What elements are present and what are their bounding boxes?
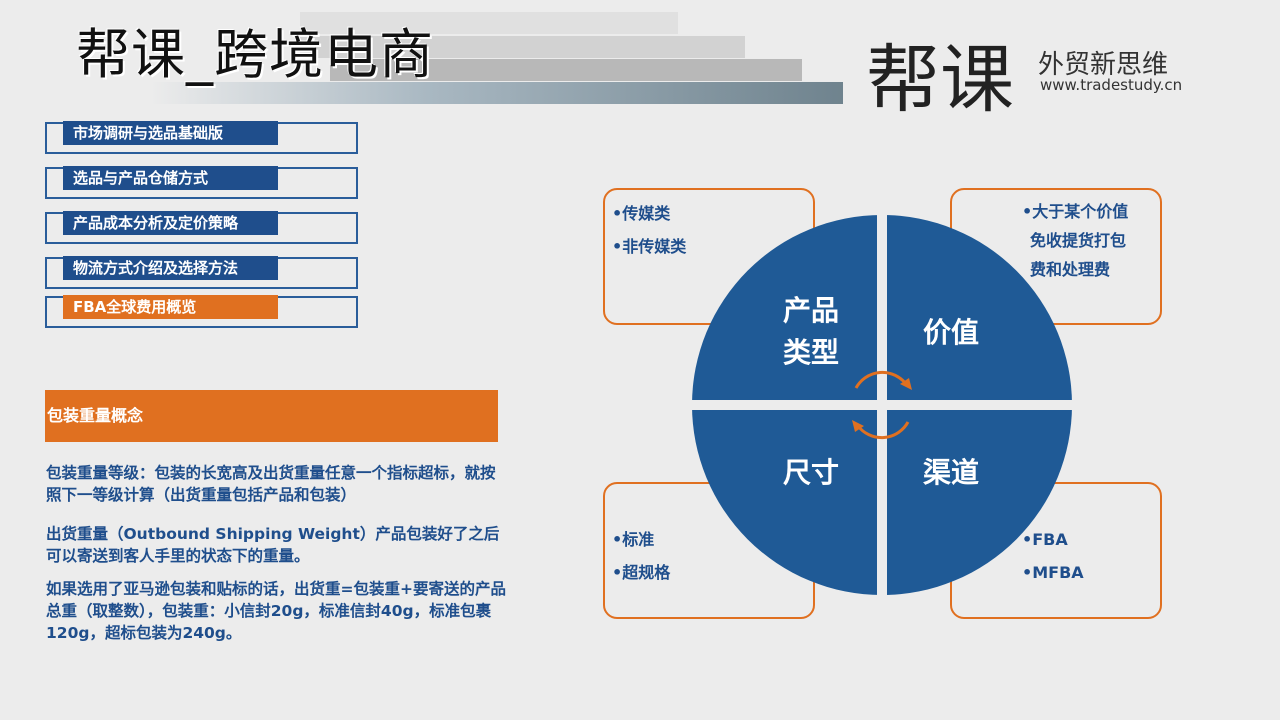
- quadrant-label-size: 尺寸: [782, 456, 839, 489]
- page-title: 帮课_跨境电商: [76, 23, 434, 86]
- cycle-arrow-icon: [856, 421, 910, 440]
- quadrant-label-channel: 渠道: [922, 456, 979, 489]
- size-items: •标准•超规格: [612, 530, 671, 582]
- nav-label: 选品与产品仓储方式: [63, 166, 278, 190]
- nav-item-cost-pricing[interactable]: 产品成本分析及定价策略: [45, 211, 358, 244]
- nav-label: 市场调研与选品基础版: [63, 121, 278, 145]
- paragraph: 如果选用了亚马逊包装和贴标的话，出货重=包装重+要寄送的产品总重（取整数），包装…: [46, 580, 506, 642]
- logo-slogan: 外贸新思维: [1038, 50, 1169, 80]
- product-type-items: •传媒类•非传媒类: [612, 204, 687, 256]
- header-bar: [150, 82, 843, 104]
- divider: [687, 400, 1077, 410]
- nav-item-fba-fees[interactable]: FBA全球费用概览: [45, 295, 358, 328]
- nav-item-market-research[interactable]: 市场调研与选品基础版: [45, 121, 358, 154]
- logo-url: www.tradestudy.cn: [1040, 76, 1183, 94]
- arrow-head-icon: [900, 378, 912, 390]
- channel-items: •FBA•MFBA: [1022, 530, 1084, 582]
- nav-label: 物流方式介绍及选择方法: [63, 256, 278, 280]
- paragraph: 出货重量（Outbound Shipping Weight）产品包装好了之后可以…: [46, 525, 500, 565]
- nav-label: FBA全球费用概览: [63, 295, 278, 319]
- paragraph: 包装重量等级：包装的长宽高及出货重量任意一个指标超标，就按照下一等级计算（出货重…: [46, 464, 496, 504]
- quadrant-label-value: 价值: [922, 316, 979, 349]
- nav-label: 产品成本分析及定价策略: [63, 211, 278, 235]
- value-items: •大于某个价值免收提货打包费和处理费: [1022, 202, 1129, 279]
- section-title: 包装重量概念: [45, 390, 498, 442]
- header-bar: [330, 59, 802, 81]
- quadrant-label-product-type: 产品类型: [782, 294, 839, 369]
- arrow-head-icon: [852, 420, 864, 432]
- header-bar: [300, 12, 678, 34]
- header-bar: [300, 36, 745, 58]
- nav-item-logistics[interactable]: 物流方式介绍及选择方法: [45, 256, 358, 289]
- logo: 帮课: [866, 37, 1014, 123]
- nav-item-product-storage[interactable]: 选品与产品仓储方式: [45, 166, 358, 199]
- cycle-arrow-icon: [854, 370, 908, 389]
